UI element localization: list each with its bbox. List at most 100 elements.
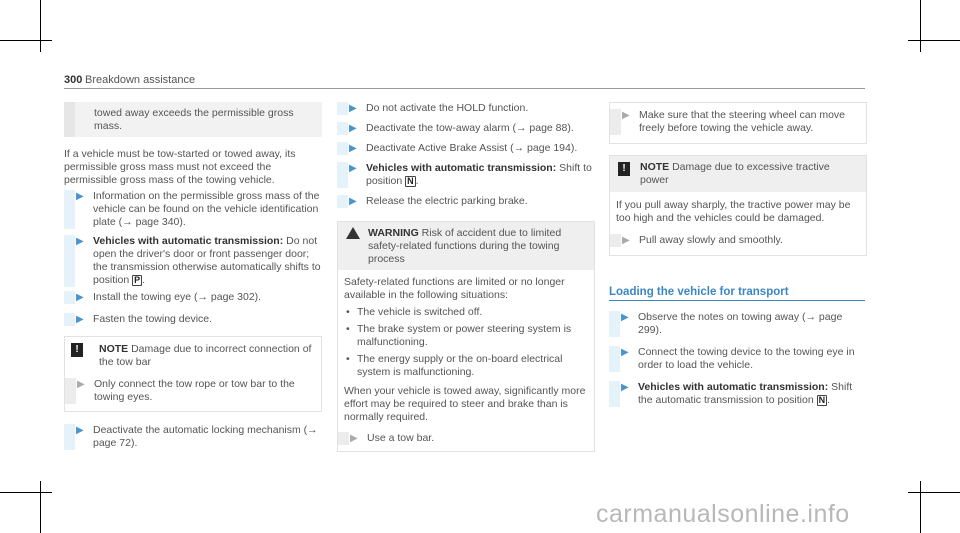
step-bold: Vehicles with automatic transmission:	[93, 235, 284, 247]
step-text: Use a tow bar.	[367, 432, 435, 444]
bullet-item: The energy supply or the on-board electr…	[344, 353, 588, 379]
arrow-icon: ▶	[76, 314, 84, 325]
step-item: ▶ Information on the permissible gross m…	[64, 190, 322, 229]
step-tail: .	[142, 274, 146, 286]
note-label: NOTE	[99, 343, 129, 355]
step-item: ▶ Fasten the towing device.	[64, 313, 322, 326]
column-3-lower: ▶ Observe the notes on towing away (→ pa…	[609, 311, 867, 407]
step-item: ▶ Only connect the tow rope or tow bar t…	[65, 378, 315, 404]
step-text: Do not open the driver's door or front p…	[93, 235, 321, 286]
step-text: Connect the towing device to the towing …	[638, 346, 855, 371]
warning-intro: Safety-related functions are limited or …	[344, 276, 565, 301]
arrow-icon: ▶	[622, 235, 630, 246]
arrow-icon: ▶	[621, 382, 629, 393]
column-1: towed away exceeds the permissible gross…	[64, 102, 322, 450]
paragraph: If a vehicle must be tow-started or towe…	[64, 148, 296, 186]
gear-key: P	[132, 275, 143, 286]
step-item: ▶ Make sure that the steering wheel can …	[610, 109, 866, 135]
step-item: ▶ Vehicles with automatic transmission: …	[337, 162, 595, 188]
step-item: ▶ Deactivate Active Brake Assist (→ page…	[337, 142, 595, 155]
section-title: Breakdown assistance	[85, 74, 196, 86]
crop-mark	[908, 40, 960, 41]
arrow-icon: ▶	[349, 163, 357, 174]
step-text: Pull away slowly and smoothly.	[639, 234, 783, 246]
crop-mark	[0, 40, 52, 41]
continued-text: towed away exceeds the permissible gross…	[94, 107, 294, 132]
step-text: Only connect the tow rope or tow bar to …	[94, 378, 295, 403]
step-tail: .	[415, 175, 419, 187]
step-item: ▶ Install the towing eye (→ page 302).	[64, 291, 322, 304]
note-box: ! NOTE Damage due to incorrect connectio…	[64, 336, 322, 412]
step-text: Do not activate the HOLD function.	[366, 102, 529, 114]
warning-label: WARNING	[368, 227, 419, 239]
step-tail: .	[827, 394, 831, 406]
arrow-icon: ▶	[76, 292, 84, 303]
note-text: Damage due to incorrect connection of th…	[99, 343, 312, 368]
heading-underline	[609, 300, 865, 301]
step-text: Shift the automatic transmission to posi…	[638, 381, 853, 406]
step-item: ▶ Use a tow bar.	[338, 432, 588, 445]
arrow-icon: ▶	[349, 123, 357, 134]
continued-box: ▶ Make sure that the steering wheel can …	[609, 102, 867, 144]
step-item: ▶ Deactivate the tow-away alarm (→ page …	[337, 122, 595, 135]
note-label: NOTE	[640, 161, 670, 173]
step-text: Make sure that the steering wheel can mo…	[639, 109, 846, 134]
warning-box: WARNING Risk of accident due to limited …	[337, 221, 595, 452]
page-number: 300	[64, 74, 83, 86]
note-paragraph: If you pull away sharply, the tractive p…	[616, 199, 851, 224]
step-text: Deactivate Active Brake Assist (→ page 1…	[366, 142, 578, 154]
step-item: ▶ Vehicles with automatic transmission: …	[64, 235, 322, 287]
exclamation-icon: !	[71, 343, 83, 357]
watermark: carmanualsonline.info	[596, 500, 850, 528]
step-item: ▶ Observe the notes on towing away (→ pa…	[609, 311, 867, 337]
gear-key: N	[816, 395, 828, 406]
crop-mark	[920, 481, 921, 533]
section-heading: Loading the vehicle for transport	[609, 286, 789, 298]
crop-mark	[40, 0, 41, 52]
warning-paragraph: When your vehicle is towed away, signifi…	[344, 385, 586, 423]
step-bold: Vehicles with automatic transmission:	[366, 162, 557, 174]
bullet-item: The vehicle is switched off.	[344, 306, 588, 319]
step-item: ▶ Connect the towing device to the towin…	[609, 346, 867, 372]
warning-title: Risk of accident due to limited safety-r…	[368, 227, 562, 265]
column-3: ▶ Make sure that the steering wheel can …	[609, 102, 867, 256]
arrow-icon: ▶	[622, 110, 630, 121]
step-text: Install the towing eye (→ page 302).	[93, 291, 262, 303]
step-item: ▶ Vehicles with automatic transmission: …	[609, 381, 867, 407]
crop-mark	[40, 481, 41, 533]
step-text: Observe the notes on towing away (→ page…	[638, 311, 843, 336]
step-text: Deactivate the tow-away alarm (→ page 88…	[366, 122, 574, 134]
step-text: Information on the permissible gross mas…	[93, 190, 320, 228]
step-item: ▶ Release the electric parking brake.	[337, 195, 595, 208]
arrow-icon: ▶	[76, 191, 84, 202]
arrow-icon: ▶	[621, 347, 629, 358]
arrow-icon: ▶	[349, 143, 357, 154]
crop-mark	[0, 492, 52, 493]
step-text: Release the electric parking brake.	[366, 195, 528, 207]
crop-mark	[920, 0, 921, 52]
note-title: Damage due to excessive tractive power	[640, 161, 830, 186]
step-text: Fasten the towing device.	[93, 313, 213, 325]
exclamation-icon: !	[618, 162, 630, 176]
arrow-icon: ▶	[349, 103, 357, 114]
step-item: ▶ Pull away slowly and smoothly.	[610, 234, 860, 247]
continued-box: towed away exceeds the permissible gross…	[64, 102, 322, 137]
crop-mark	[908, 492, 960, 493]
note-box: ! NOTE Damage due to excessive tractive …	[609, 155, 867, 256]
bullet-item: The brake system or power steering syste…	[344, 323, 588, 349]
arrow-icon: ▶	[77, 379, 85, 390]
arrow-icon: ▶	[621, 312, 629, 323]
step-item: ▶ Deactivate the automatic locking mecha…	[64, 424, 322, 450]
step-bold: Vehicles with automatic transmission:	[638, 381, 829, 393]
step-text: Shift to position	[366, 162, 592, 187]
arrow-icon: ▶	[76, 236, 84, 247]
header-divider	[64, 88, 865, 89]
gear-key: N	[405, 176, 416, 187]
arrow-icon: ▶	[76, 425, 84, 436]
step-item: ▶ Do not activate the HOLD function.	[337, 102, 595, 115]
column-2: ▶ Do not activate the HOLD function. ▶ D…	[337, 102, 595, 452]
arrow-icon: ▶	[350, 433, 358, 444]
warning-icon	[346, 227, 360, 239]
step-text: Deactivate the automatic locking mechani…	[93, 424, 318, 449]
arrow-icon: ▶	[349, 196, 357, 207]
